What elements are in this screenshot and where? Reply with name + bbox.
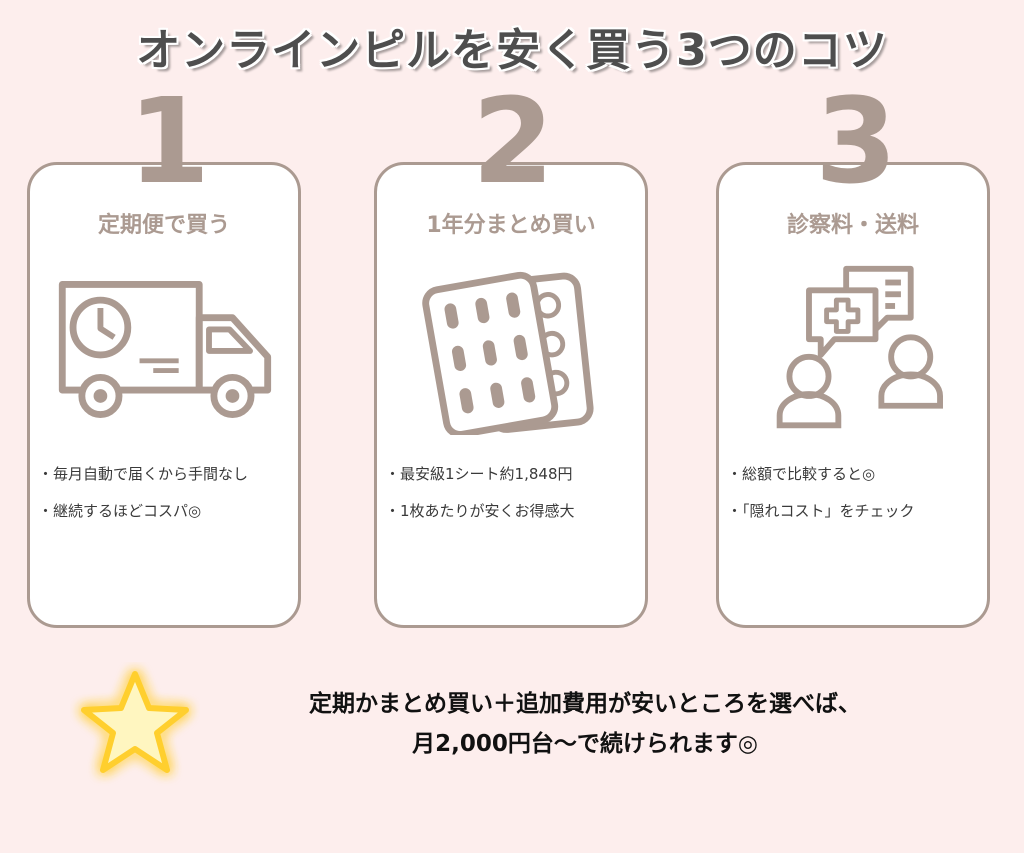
tip-card-subscription: 定期便で買う 毎月自動で届くから手間なし 継続するほどコスパ◎ bbox=[27, 162, 301, 628]
pill-pack-icon bbox=[422, 271, 594, 435]
summary-line-2: 月2,000円台〜で続けられます◎ bbox=[412, 731, 758, 757]
tip-item: 継続するほどコスパ◎ bbox=[38, 500, 292, 521]
step-number-2: 2 bbox=[472, 72, 555, 210]
tip-list: 総額で比較すると◎ 「隠れコスト」をチェック bbox=[727, 463, 981, 537]
step-number-1: 1 bbox=[128, 72, 211, 210]
card-heading: 1年分まとめ買い bbox=[426, 213, 596, 238]
star-icon bbox=[81, 671, 189, 773]
tip-item: 総額で比較すると◎ bbox=[727, 463, 981, 484]
tip-card-fees: 診察料・送料 総額で比較すると◎ 「隠れコスト」をチェック bbox=[716, 162, 990, 628]
consultation-icon bbox=[776, 265, 943, 429]
tip-list: 毎月自動で届くから手間なし 継続するほどコスパ◎ bbox=[38, 463, 292, 537]
summary-text: 定期かまとめ買い＋追加費用が安いところを選べば、 月2,000円台〜で続けられま… bbox=[200, 684, 970, 764]
card-heading: 診察料・送料 bbox=[786, 213, 919, 238]
tip-list: 最安級1シート約1,848円 1枚あたりが安くお得感大 bbox=[385, 463, 639, 537]
step-number-3: 3 bbox=[815, 72, 898, 210]
tip-item: 1枚あたりが安くお得感大 bbox=[385, 500, 639, 521]
delivery-truck-icon bbox=[58, 281, 272, 418]
page-title: オンラインピルを安く買う3つのコツ bbox=[136, 25, 888, 76]
tip-item: 毎月自動で届くから手間なし bbox=[38, 463, 292, 484]
summary-line-1: 定期かまとめ買い＋追加費用が安いところを選べば、 bbox=[309, 691, 861, 717]
tip-item: 最安級1シート約1,848円 bbox=[385, 463, 639, 484]
tip-card-bulk-buy: 1年分まとめ買い 最安級1シート約1,848円 1枚あたりが安くお bbox=[374, 162, 648, 628]
tip-item: 「隠れコスト」をチェック bbox=[727, 500, 981, 521]
card-heading: 定期便で買う bbox=[97, 213, 230, 238]
